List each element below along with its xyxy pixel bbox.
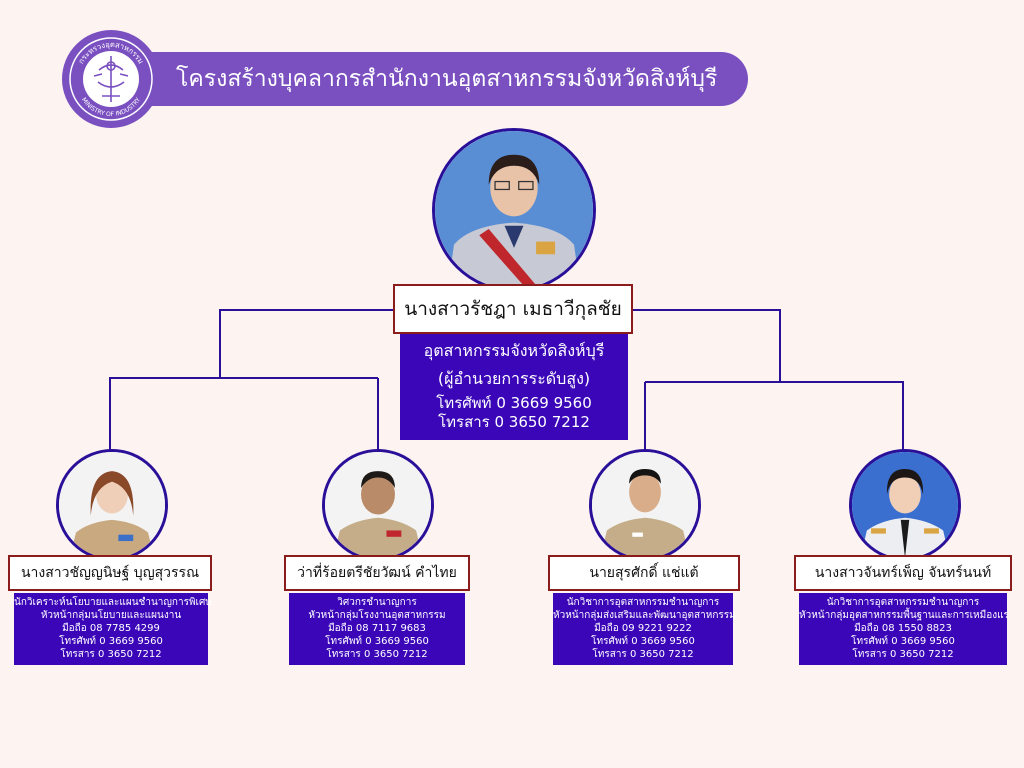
staff-4-photo: [849, 449, 961, 561]
director-name: นางสาวรัชฎา เมธาวีกุลชัย: [404, 298, 622, 320]
staff-4-line: มือถือ 08 1550 8823: [854, 623, 952, 634]
director-position: อุตสาหกรรมจังหวัดสิงห์บุรี: [423, 341, 605, 360]
staff-4-line: นักวิชาการอุตสาหกรรมชำนาญการ: [826, 597, 980, 608]
staff-4-name: นางสาวจันทร์เพ็ญ จันทร์นนท์: [814, 565, 992, 581]
staff-4-line: โทรศัพท์ 0 3669 9560: [851, 636, 955, 647]
director-photo: [432, 128, 596, 292]
staff-3-line: โทรศัพท์ 0 3669 9560: [591, 636, 695, 647]
connector-left: [109, 377, 378, 452]
title-banner: [100, 52, 748, 106]
ministry-logo: กระทรวงอุตสาหกรรม MINISTRY OF INDUSTRY: [62, 30, 160, 128]
staff-1-line: หัวหน้ากลุ่มนโยบายและแผนงาน: [40, 610, 182, 621]
director-level: (ผู้อำนวยการระดับสูง): [437, 369, 591, 388]
staff-3-name: นายสุรศักดิ์ แช่แต้: [589, 565, 699, 581]
director-info-box: อุตสาหกรรมจังหวัดสิงห์บุรี (ผู้อำนวยการร…: [400, 334, 628, 440]
staff-1-line: มือถือ 08 7785 4299: [62, 623, 160, 634]
staff-3-line: มือถือ 09 9221 9222: [594, 623, 692, 634]
staff-3-info-box: นักวิชาการอุตสาหกรรมชำนาญการ หัวหน้ากลุ่…: [553, 593, 736, 665]
staff-2-name: ว่าที่ร้อยตรีชัยวัฒน์ คำไทย: [297, 565, 457, 581]
staff-2-line: วิศวกรชำนาญการ: [337, 597, 417, 608]
connector-right-top: [633, 309, 781, 382]
staff-4-name-box: นางสาวจันทร์เพ็ญ จันทร์นนท์: [794, 555, 1012, 591]
staff-2-line: โทรสาร 0 3650 7212: [326, 649, 428, 660]
director-fax: โทรสาร 0 3650 7212: [438, 413, 590, 431]
staff-4-line: หัวหน้ากลุ่มอุตสาหกรรมพื้นฐานและการเหมือ…: [799, 610, 1009, 621]
staff-1-name-box: นางสาวชัญญนิษฐ์ บุญสุวรรณ: [8, 555, 212, 591]
staff-3-name-box: นายสุรศักดิ์ แช่แต้: [548, 555, 740, 591]
staff-1-line: นักวิเคราะห์นโยบายและแผนชำนาญการพิเศษ: [14, 597, 212, 608]
staff-4-info-box: นักวิชาการอุตสาหกรรมชำนาญการ หัวหน้ากลุ่…: [799, 593, 1009, 665]
staff-2-photo: [322, 449, 434, 561]
staff-3-photo: [589, 449, 701, 561]
staff-2-line: มือถือ 08 7117 9683: [328, 623, 426, 634]
page-title: โครงสร้างบุคลากรสำนักงานอุตสาหกรรมจังหวั…: [176, 66, 718, 92]
staff-1-photo: [56, 449, 168, 561]
director-phone: โทรศัพท์ 0 3669 9560: [436, 394, 592, 412]
staff-1-line: โทรสาร 0 3650 7212: [60, 649, 162, 660]
staff-2-line: หัวหน้ากลุ่มโรงงานอุตสาหกรรม: [308, 610, 446, 621]
staff-1-info-box: นักวิเคราะห์นโยบายและแผนชำนาญการพิเศษ หั…: [14, 593, 212, 665]
connector-left-top: [219, 309, 393, 378]
staff-3-line: โทรสาร 0 3650 7212: [592, 649, 694, 660]
staff-2-info-box: วิศวกรชำนาญการ หัวหน้ากลุ่มโรงงานอุตสาหก…: [289, 593, 465, 665]
staff-2-line: โทรศัพท์ 0 3669 9560: [325, 636, 429, 647]
staff-1-name: นางสาวชัญญนิษฐ์ บุญสุวรรณ: [20, 565, 200, 581]
staff-1-line: โทรศัพท์ 0 3669 9560: [59, 636, 163, 647]
staff-2-name-box: ว่าที่ร้อยตรีชัยวัฒน์ คำไทย: [284, 555, 470, 591]
connector-right: [645, 381, 904, 452]
staff-4-line: โทรสาร 0 3650 7212: [852, 649, 954, 660]
director-name-box: นางสาวรัชฎา เมธาวีกุลชัย: [393, 284, 633, 334]
staff-3-line: หัวหน้ากลุ่มส่งเสริมและพัฒนาอุตสาหกรรม: [553, 610, 736, 621]
staff-3-line: นักวิชาการอุตสาหกรรมชำนาญการ: [566, 597, 720, 608]
